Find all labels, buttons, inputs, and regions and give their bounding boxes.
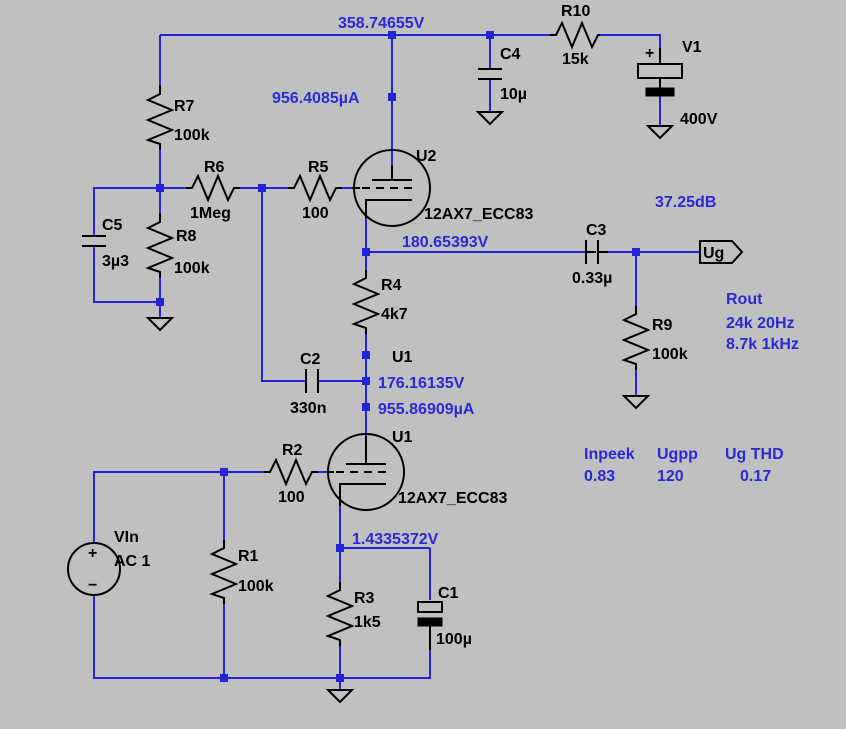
component-labels: R10 15k C4 10µ + V1 400V R7 100k R6 1Meg… — [88, 3, 718, 648]
resistor-r4[interactable] — [351, 270, 381, 334]
resistor-r2[interactable] — [264, 457, 318, 487]
rout-line-2: 8.7k 1kHz — [726, 336, 799, 353]
r2-value: 100 — [278, 489, 305, 506]
vin-name: VIn — [114, 529, 139, 546]
top-node-voltage: 358.74655V — [338, 15, 425, 32]
c3-value: 0.33µ — [572, 270, 612, 287]
r9-name: R9 — [652, 317, 673, 334]
r6-value: 1Meg — [190, 205, 231, 222]
r8-name: R8 — [176, 228, 197, 245]
u2-model: 12AX7_ECC83 — [424, 206, 534, 223]
capacitor-c2[interactable] — [305, 369, 319, 393]
r9-value: 100k — [652, 346, 688, 363]
rout-title: Rout — [726, 291, 763, 308]
resistor-r6[interactable] — [186, 173, 240, 203]
triode-u1[interactable] — [327, 433, 405, 511]
resistor-r8[interactable] — [145, 214, 175, 278]
r1-value: 100k — [238, 578, 274, 595]
u1-model: 12AX7_ECC83 — [398, 490, 508, 507]
u2-anode-current: 956.4085µA — [272, 90, 360, 107]
u2-cathode-voltage: 180.65393V — [402, 234, 489, 251]
capacitor-c4[interactable] — [478, 68, 502, 80]
c5-name: C5 — [102, 217, 123, 234]
u1-name: U1 — [392, 429, 413, 446]
meas-header-thd: Ug THD — [725, 446, 784, 463]
meas-header-ugpp: Ugpp — [657, 446, 698, 463]
c4-value: 10µ — [500, 86, 527, 103]
rout-line-1: 24k 20Hz — [726, 315, 795, 332]
resistor-r3[interactable] — [325, 582, 355, 646]
c1-name: C1 — [438, 585, 459, 602]
resistor-r7[interactable] — [145, 86, 175, 150]
c4-name: C4 — [500, 46, 521, 63]
junction-dots — [156, 31, 640, 682]
vin-value: AC 1 — [114, 553, 151, 570]
resistor-r9[interactable] — [621, 306, 651, 370]
meas-value-ugpp: 120 — [657, 468, 684, 485]
resistor-r1[interactable] — [209, 540, 239, 604]
c1-value: 100µ — [436, 631, 472, 648]
v1-plus-sign: + — [645, 45, 654, 62]
simulation-annotations: 358.74655V 956.4085µA 37.25dB 180.65393V… — [272, 15, 799, 548]
meas-header-inpeek: Inpeek — [584, 446, 635, 463]
r8-value: 100k — [174, 260, 210, 277]
battery-v1[interactable] — [637, 48, 683, 97]
vin-plus-sign: + — [88, 545, 97, 562]
c2-name: C2 — [300, 351, 321, 368]
r10-name: R10 — [561, 3, 590, 20]
r7-name: R7 — [174, 98, 195, 115]
c5-value: 3µ3 — [102, 253, 129, 270]
r3-value: 1k5 — [354, 614, 381, 631]
c3-name: C3 — [586, 222, 607, 239]
r3-name: R3 — [354, 590, 375, 607]
resistor-r5[interactable] — [288, 173, 342, 203]
resistor-r10[interactable] — [550, 20, 600, 50]
gain-readout: 37.25dB — [655, 194, 716, 211]
u1-anode-current: 955.86909µA — [378, 401, 475, 418]
r5-name: R5 — [308, 159, 329, 176]
v1-value: 400V — [680, 111, 718, 128]
triode-u2[interactable] — [352, 149, 431, 227]
u1-anode-voltage: 176.16135V — [378, 375, 465, 392]
c2-value: 330n — [290, 400, 326, 417]
r1-name: R1 — [238, 548, 259, 565]
output-port-label: Ug — [703, 245, 724, 262]
u2-name: U2 — [416, 148, 437, 165]
ac-source-vin[interactable] — [67, 542, 121, 596]
r6-name: R6 — [204, 159, 225, 176]
r4-value: 4k7 — [381, 306, 408, 323]
u1-node-label: U1 — [392, 349, 413, 366]
capacitor-c5[interactable] — [82, 235, 106, 247]
r4-name: R4 — [381, 277, 402, 294]
ground-symbols — [145, 111, 675, 704]
meas-value-thd: 0.17 — [740, 468, 771, 485]
meas-value-inpeek: 0.83 — [584, 468, 615, 485]
vin-minus-sign: − — [88, 577, 97, 594]
v1-name: V1 — [682, 39, 702, 56]
r7-value: 100k — [174, 127, 210, 144]
r10-value: 15k — [562, 51, 589, 68]
r5-value: 100 — [302, 205, 329, 222]
capacitor-c1-polarized[interactable] — [417, 601, 443, 650]
capacitor-c3[interactable] — [585, 240, 608, 264]
u1-cathode-voltage: 1.4335372V — [352, 531, 439, 548]
r2-name: R2 — [282, 442, 303, 459]
output-port-ug[interactable]: Ug — [699, 240, 744, 264]
